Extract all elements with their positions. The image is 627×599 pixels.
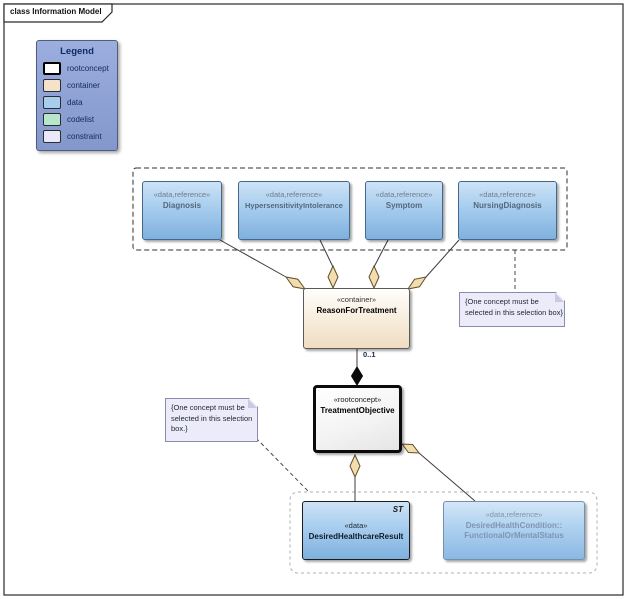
open-diamond-icon (284, 276, 307, 290)
multiplicity-label: 0..1 (363, 350, 376, 359)
note-fold-icon (555, 293, 564, 302)
aggregation-line-functional-status (418, 452, 476, 502)
open-diamond-icon (349, 453, 361, 479)
node-reason-for-treatment[interactable]: «container» ReasonForTreatment (303, 288, 410, 349)
note-fold-icon (248, 399, 257, 408)
data-swatch-icon (43, 96, 61, 109)
stereotype-label: «data» (344, 520, 368, 530)
constraint-swatch-icon (43, 130, 61, 143)
node-functional-or-mental-status[interactable]: «data,reference» DesiredHealthCondition:… (443, 501, 585, 560)
note-text-line: {One concept must be (171, 403, 245, 412)
node-treatment-objective[interactable]: «rootconcept» TreatmentObjective (313, 385, 402, 453)
aggregation-line-nursing-diagnosis (425, 239, 460, 278)
legend-item-container: container (43, 79, 117, 92)
stereotype-label: «data,reference» (485, 510, 543, 519)
aggregation-line-symptom (373, 239, 389, 268)
diagram-frame-border (3, 3, 624, 596)
node-name: HypersensitivityIntolerance (245, 201, 343, 210)
note-selection-constraint-left[interactable]: {One concept must be selected in this se… (165, 398, 258, 442)
node-name: DesiredHealthcareResult (308, 531, 404, 541)
node-name-line1: DesiredHealthCondition:: (465, 521, 563, 530)
legend-item-rootconcept: rootconcept (43, 62, 117, 75)
legend[interactable]: Legend rootconcept container data codeli… (36, 40, 118, 151)
frame-title: class Information Model (10, 7, 102, 16)
legend-label: codelist (67, 115, 95, 124)
node-hypersensitivity-intolerance[interactable]: «data,reference» HypersensitivityIntoler… (238, 181, 350, 240)
node-symptom[interactable]: «data,reference» Symptom (365, 181, 443, 240)
note-text-line: {One concept must be (465, 297, 539, 306)
node-name: Symptom (385, 201, 423, 210)
legend-title: Legend (60, 46, 94, 57)
node-desired-healthcare-result[interactable]: ST «data» DesiredHealthcareResult (302, 501, 410, 560)
legend-item-codelist: codelist (43, 113, 117, 126)
st-tag-label: ST (392, 505, 403, 514)
legend-item-data: data (43, 96, 117, 109)
codelist-swatch-icon (43, 113, 61, 126)
node-name: ReasonForTreatment (316, 306, 397, 315)
legend-label: rootconcept (67, 64, 109, 73)
stereotype-label: «data,reference» (265, 190, 323, 199)
legend-label: data (67, 98, 83, 107)
node-diagnosis[interactable]: «data,reference» Diagnosis (142, 181, 222, 240)
legend-label: constraint (67, 132, 102, 141)
stereotype-label: «rootconcept» (333, 395, 382, 404)
stereotype-label: «data,reference» (375, 190, 433, 199)
stereotype-label: «data,reference» (479, 190, 536, 199)
aggregation-line-diagnosis (219, 239, 287, 278)
note-text-line: box.} (171, 424, 188, 433)
node-name-line2: FunctionalOrMentalStatus (464, 531, 564, 540)
open-diamond-icon (327, 264, 339, 290)
open-diamond-icon (368, 264, 380, 290)
node-name: TreatmentObjective (320, 406, 395, 415)
open-diamond-icon (406, 276, 428, 290)
bottom-selection-boundary[interactable] (289, 491, 598, 574)
node-nursing-diagnosis[interactable]: «data,reference» NursingDiagnosis (458, 181, 557, 240)
stereotype-label: «container» (336, 295, 377, 304)
open-diamond-icon (400, 443, 421, 454)
container-swatch-icon (43, 79, 61, 92)
stereotype-label: «data,reference» (153, 190, 211, 199)
note-connector-left (255, 437, 309, 492)
note-text-line: selected in this selection (171, 413, 253, 423)
note-selection-constraint-right[interactable]: {One concept must be selected in this se… (459, 292, 565, 327)
filled-diamond-icon (350, 366, 364, 386)
legend-item-constraint: constraint (43, 130, 117, 143)
diagram-frame-tab (3, 3, 113, 23)
node-name: Diagnosis (162, 201, 202, 210)
legend-label: container (67, 81, 100, 90)
rootconcept-swatch-icon (43, 62, 61, 75)
aggregation-line-hypersensitivity (319, 239, 334, 268)
node-name: NursingDiagnosis (473, 201, 542, 210)
note-text-line: selected in this selection box} (465, 307, 563, 317)
